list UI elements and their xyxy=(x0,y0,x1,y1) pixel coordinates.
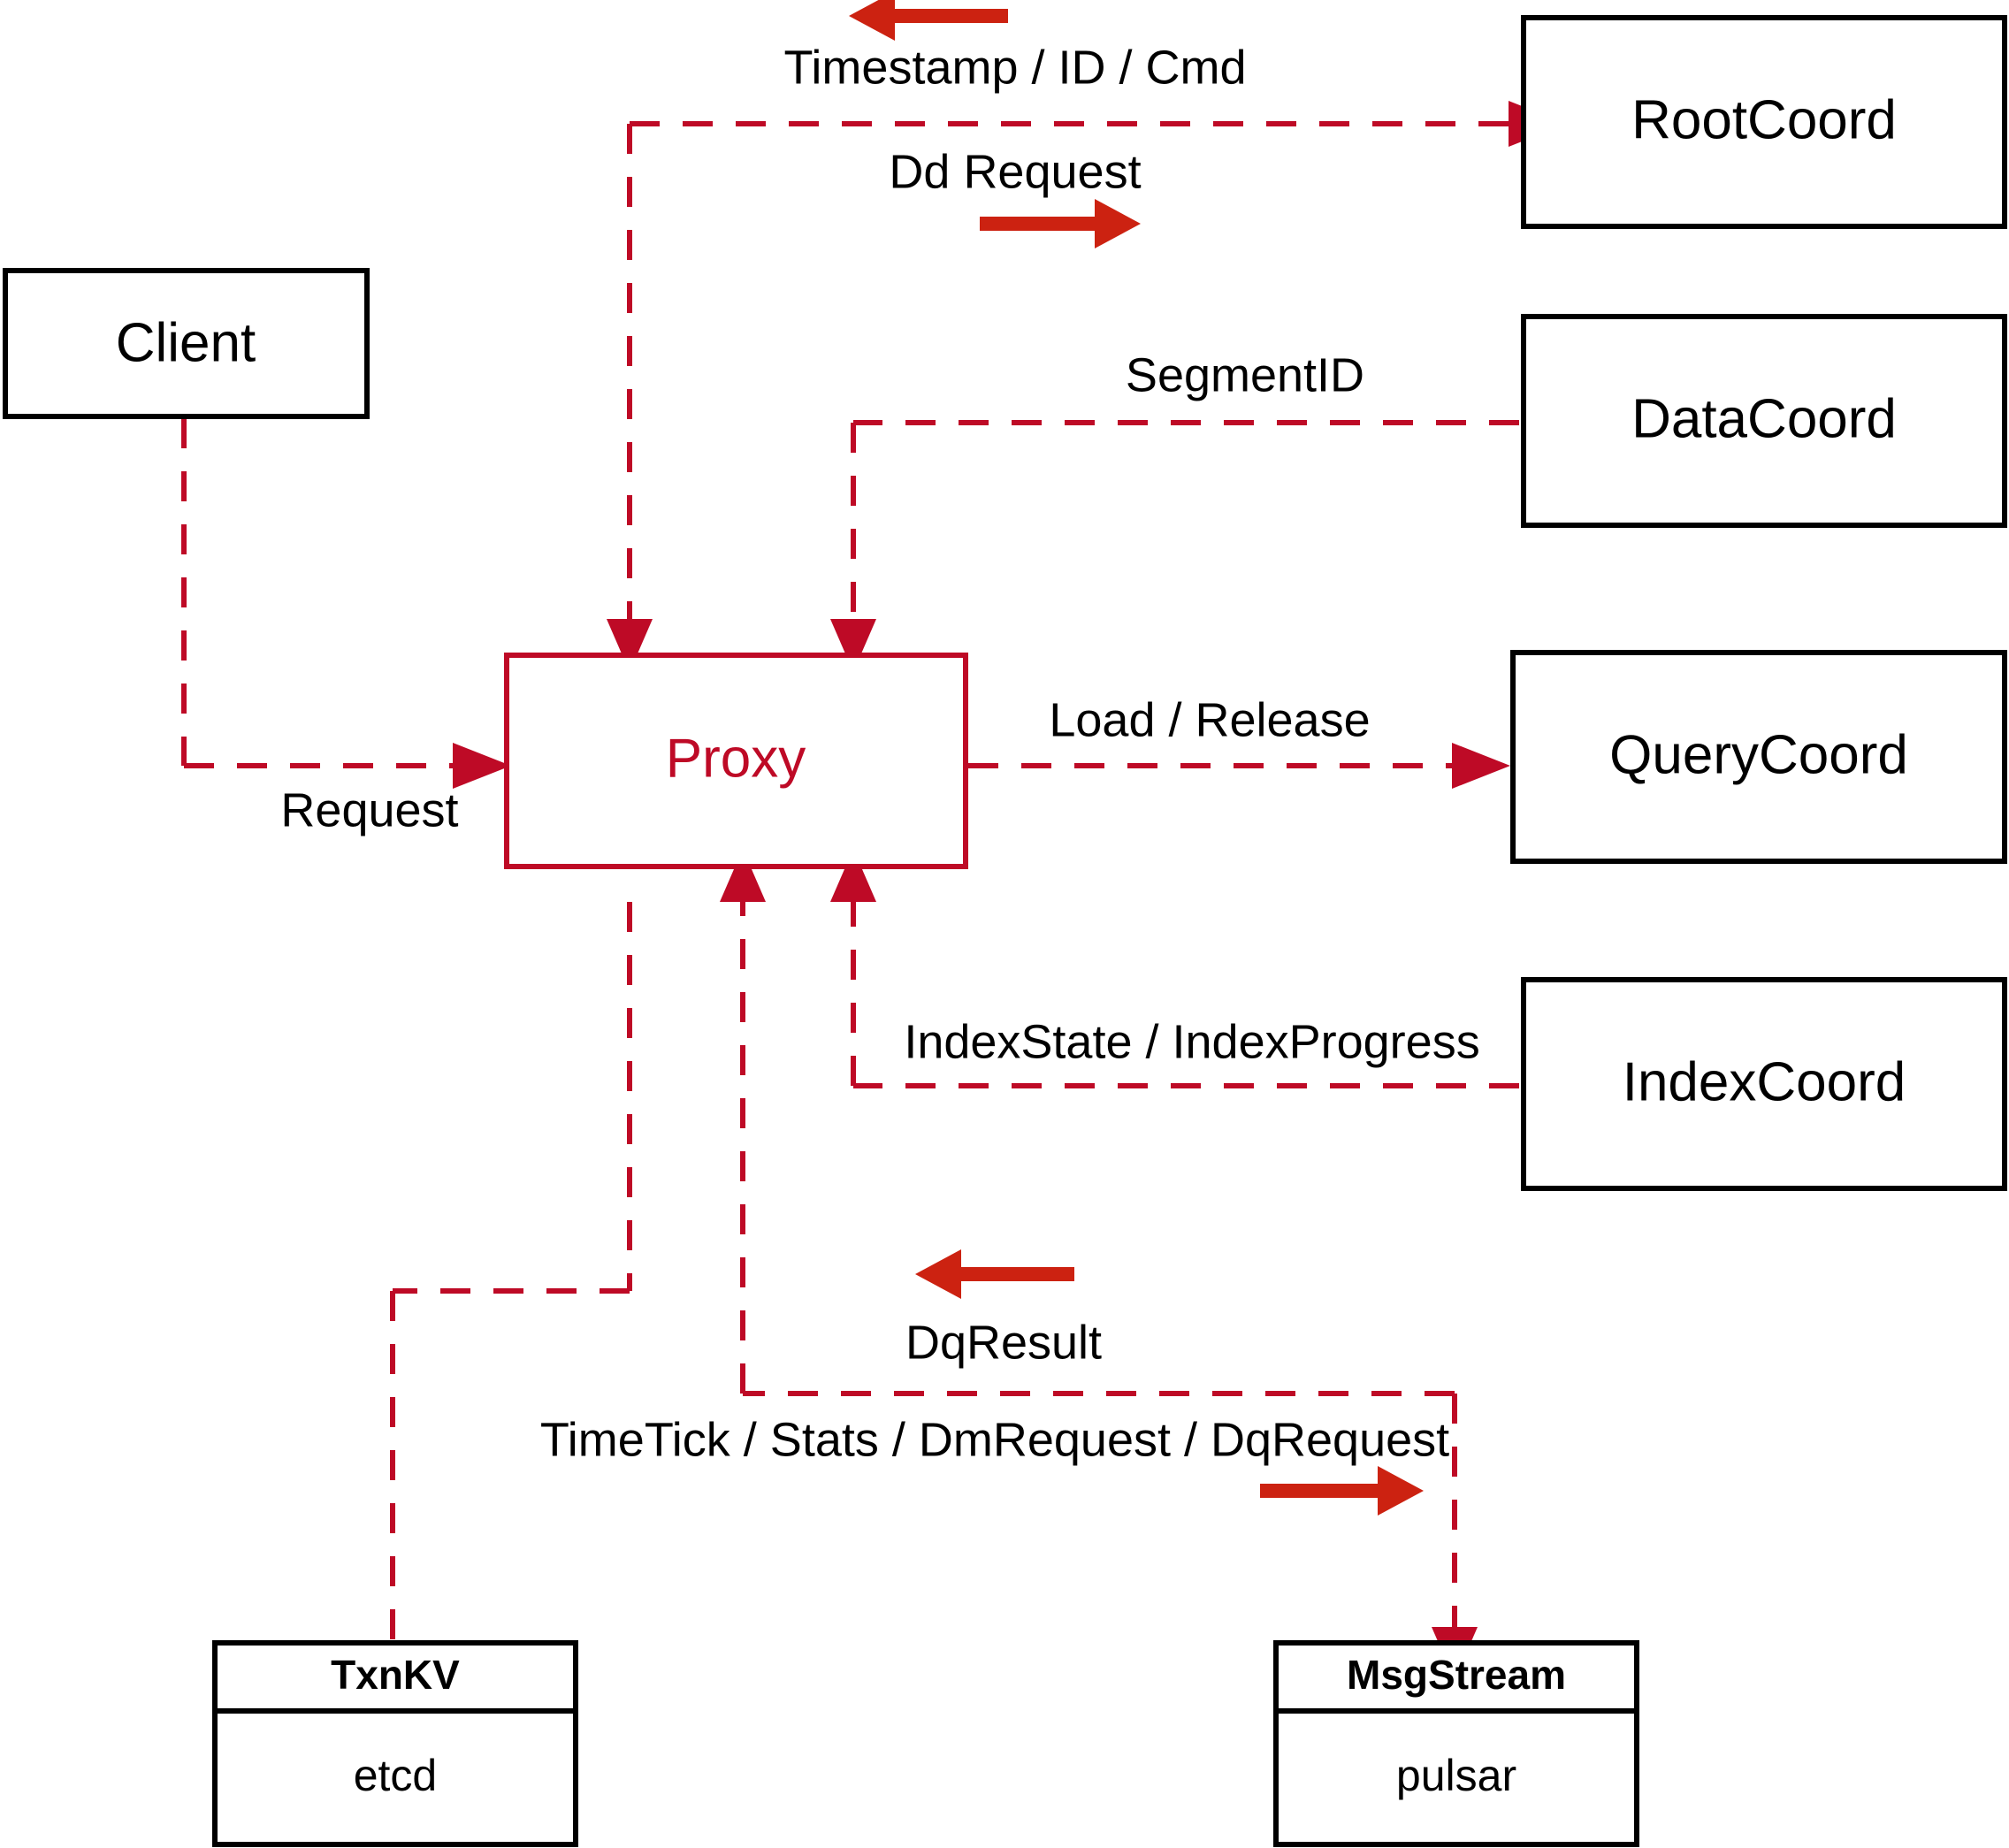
edge-label-dd-request: Dd Request xyxy=(889,145,1141,198)
node-indexcoord[interactable] xyxy=(1521,977,2007,1191)
node-txnkv-body: etcd xyxy=(354,1751,438,1800)
edge-head-proxy-bottom-right xyxy=(830,849,876,902)
node-rootcoord[interactable] xyxy=(1521,15,2007,229)
node-txnkv-title: TxnKV xyxy=(331,1652,460,1698)
node-datacoord[interactable] xyxy=(1521,314,2007,528)
edge-head-proxy-top-left xyxy=(607,619,653,672)
node-msgstream-body: pulsar xyxy=(1396,1751,1516,1800)
node-proxy-label: Proxy xyxy=(666,728,806,789)
edge-label-request: Request xyxy=(280,783,458,836)
node-rootcoord-label: RootCoord xyxy=(1631,89,1897,150)
flow-arrow-dqresult-left xyxy=(915,1249,1074,1299)
node-datacoord-label: DataCoord xyxy=(1631,388,1897,449)
node-client[interactable] xyxy=(3,268,370,419)
node-indexcoord-label: IndexCoord xyxy=(1623,1051,1906,1112)
edge-label-timetick-stats: TimeTick / Stats / DmRequest / DqRequest xyxy=(540,1413,1449,1466)
flow-arrow-timestamp-left xyxy=(849,0,1008,41)
edge-label-load-release: Load / Release xyxy=(1049,693,1370,746)
flow-arrow-timetick-right xyxy=(1260,1466,1424,1516)
node-querycoord-label: QueryCoord xyxy=(1609,724,1908,785)
edge-label-dqresult: DqResult xyxy=(905,1316,1102,1369)
node-client-label: Client xyxy=(116,312,256,373)
edge-head-proxy-top-right xyxy=(830,619,876,672)
edge-head-proxy-left xyxy=(453,743,511,789)
edge-label-index-state-progress: IndexState / IndexProgress xyxy=(904,1015,1479,1068)
node-proxy[interactable] xyxy=(504,653,968,869)
node-msgstream[interactable] xyxy=(1273,1640,1639,1847)
edge-label-timestamp-id-cmd: Timestamp / ID / Cmd xyxy=(783,41,1246,94)
node-querycoord[interactable] xyxy=(1510,650,2007,864)
edge-label-segment-id: SegmentID xyxy=(1126,348,1364,401)
node-txnkv[interactable] xyxy=(212,1640,578,1847)
edge-head-proxy-bottom-middle xyxy=(720,849,766,902)
flow-arrow-dd-request-right xyxy=(980,199,1141,248)
node-msgstream-title: MsgStream xyxy=(1347,1652,1566,1698)
edge-head-querycoord xyxy=(1452,743,1510,789)
